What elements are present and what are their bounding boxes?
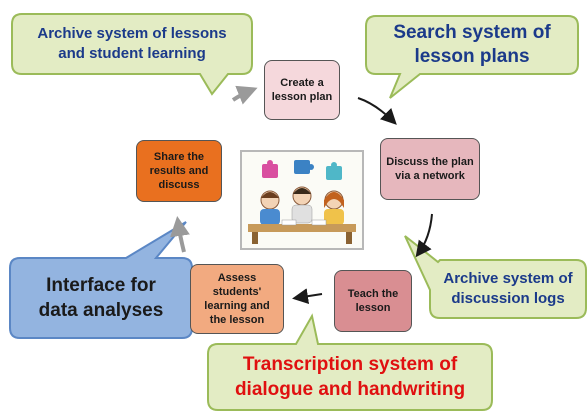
desk: [248, 224, 356, 232]
arrow-assess-to-share: [170, 216, 190, 253]
student-right: [324, 190, 344, 225]
students-discussion-illustration: [240, 150, 364, 250]
callout-transcription-text: Transcription system of dialogue and han…: [234, 354, 466, 400]
arrow-discuss-to-teach: [415, 213, 433, 258]
callout-interface-text: Interface for data analyses: [38, 275, 164, 321]
callout-archive-lessons-shape: [11, 13, 253, 96]
callout-transcription-shape: [207, 313, 493, 411]
step-assess-label: Assess students' learning and the lesson: [204, 272, 270, 326]
step-assess-learning: Assess students' learning and the lesson: [190, 264, 284, 334]
callout-search-plans-text: Search system of lesson plans: [393, 22, 551, 67]
arrow-share-to-create: [231, 85, 258, 105]
step-discuss-plan: Discuss the plan via a network: [380, 138, 480, 200]
students-illustration-graphic: [248, 160, 356, 244]
arrow-teach-to-assess: [292, 288, 323, 305]
step-share-label: Share the results and discuss: [149, 151, 209, 191]
step-create-lesson-plan: Create a lesson plan: [264, 60, 340, 120]
callout-transcription: Transcription system of dialogue and han…: [208, 344, 492, 410]
step-discuss-label: Discuss the plan via a network: [386, 156, 474, 182]
callout-interface: Interface for data analyses: [10, 258, 192, 338]
callout-search-plans: Search system of lesson plans: [366, 16, 578, 74]
puzzle-pieces-icon: [262, 160, 342, 180]
step-teach-lesson: Teach the lesson: [334, 270, 412, 332]
step-create-label: Create a lesson plan: [271, 77, 333, 103]
callout-archive-lessons-text: Archive system of lessons and student le…: [37, 25, 227, 62]
callout-archive-lessons: Archive system of lessons and student le…: [12, 14, 252, 74]
callout-archive-logs-text: Archive system of discussion logs: [443, 270, 573, 307]
callout-search-plans-shape: [365, 15, 579, 99]
callout-archive-logs-shape: [404, 235, 587, 319]
step-share-results: Share the results and discuss: [136, 140, 222, 202]
callout-interface-shape: [9, 221, 193, 339]
callout-archive-logs: Archive system of discussion logs: [430, 260, 586, 318]
step-teach-label: Teach the lesson: [347, 288, 399, 314]
arrow-create-to-discuss: [357, 97, 397, 125]
student-left: [260, 190, 280, 225]
student-middle: [291, 186, 313, 224]
